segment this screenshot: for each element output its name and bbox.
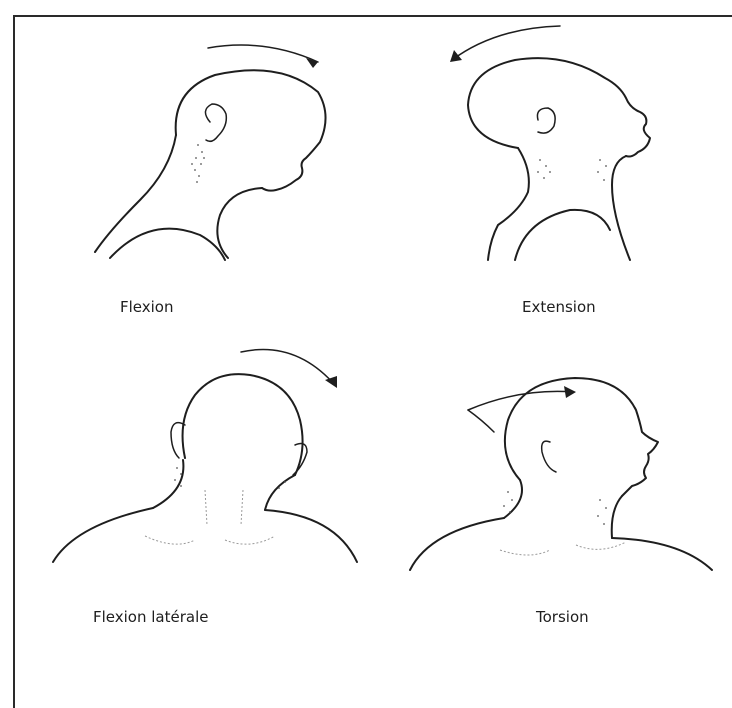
flexion-shoulder [110, 229, 225, 260]
lateral-neck-lines [205, 490, 243, 525]
torsion-shading [503, 491, 607, 525]
torsion-head-outline [505, 378, 658, 496]
lateral-left-neck [153, 460, 183, 508]
lateral-shading [174, 467, 286, 489]
extension-arrowhead [450, 50, 462, 62]
torsion-illustration [400, 360, 720, 580]
extension-shading [537, 159, 607, 181]
lateral-arrow [241, 349, 335, 385]
extension-panel [440, 20, 680, 270]
extension-head-outline [468, 58, 650, 156]
extension-ear [537, 108, 555, 133]
torsion-arrowhead [564, 386, 576, 398]
extension-illustration [440, 20, 680, 270]
lateral-clavicles [145, 536, 275, 544]
lateral-flexion-caption: Flexion latérale [93, 608, 208, 626]
torsion-arrow-tail [468, 410, 494, 432]
frame-left-border [13, 15, 15, 708]
flexion-front-neck [217, 188, 262, 258]
flexion-panel [80, 40, 350, 270]
lateral-flexion-illustration [45, 340, 365, 580]
torsion-ear [542, 441, 556, 472]
flexion-illustration [80, 40, 350, 270]
lateral-flexion-panel [45, 340, 365, 580]
lateral-shoulders [53, 508, 357, 562]
torsion-clavicles [500, 542, 626, 555]
flexion-shading [191, 144, 205, 183]
lateral-head-outline [183, 374, 303, 475]
flexion-head-outline [176, 70, 326, 190]
flexion-arrow [208, 45, 318, 62]
lateral-arrowhead [325, 376, 337, 388]
frame-top-border [13, 15, 732, 17]
lateral-right-neck [265, 475, 295, 510]
flexion-ear [205, 104, 226, 141]
extension-arrow [452, 26, 560, 60]
extension-shoulder [515, 210, 610, 260]
flexion-caption: Flexion [120, 298, 174, 316]
torsion-back-neck [504, 480, 522, 518]
extension-front-neck [612, 156, 630, 260]
torsion-shoulders [410, 518, 712, 570]
torsion-arrow [468, 391, 574, 410]
extension-caption: Extension [522, 298, 596, 316]
flexion-back-neck [95, 135, 176, 252]
torsion-front-neck [612, 496, 622, 538]
extension-back-neck [488, 148, 529, 260]
torsion-caption: Torsion [536, 608, 589, 626]
torsion-panel [400, 360, 720, 580]
